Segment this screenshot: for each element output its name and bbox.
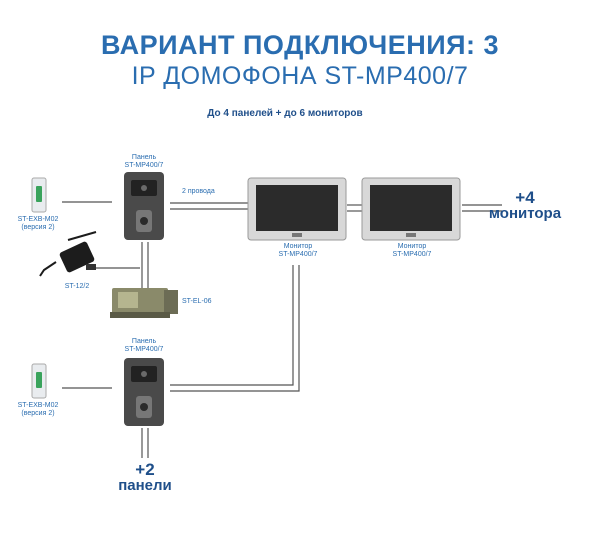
panel-bottom-label-line1: Панель bbox=[131, 338, 157, 345]
panel-top-label: Панель ST-MP400/7 bbox=[122, 154, 166, 170]
extra-panels-label: +2 панели bbox=[100, 460, 190, 494]
monitor-1-label-line2: ST-MP400/7 bbox=[278, 251, 318, 258]
lock-label: ST-EL-06 bbox=[182, 298, 212, 305]
extra-monitors-label: +4 монитора bbox=[480, 188, 570, 222]
exit-button-bottom-icon bbox=[31, 363, 47, 399]
exit-button-bottom-label-line1: ST-EXB-M02 bbox=[17, 402, 59, 409]
power-supply-icon bbox=[39, 231, 97, 277]
monitor-2-label-line2: ST-MP400/7 bbox=[392, 251, 432, 258]
subtitle: До 4 панелей + до 6 мониторов bbox=[207, 108, 363, 119]
panel-bottom-icon bbox=[124, 358, 164, 426]
title-line2: IP ДОМОФОНА ST-MP400/7 bbox=[131, 62, 469, 90]
exit-button-bottom-label-line2: (версия 2) bbox=[21, 410, 55, 417]
power-supply-label: ST-12/2 bbox=[64, 283, 90, 290]
lock-icon bbox=[110, 288, 178, 318]
exit-button-bottom-label: ST-EXB-M02 (версия 2) bbox=[8, 402, 68, 418]
monitor-1-icon bbox=[247, 177, 347, 241]
extra-monitors-count: +4 bbox=[515, 188, 535, 207]
panel-top-icon bbox=[124, 172, 164, 240]
title-line1: ВАРИАНТ ПОДКЛЮЧЕНИЯ: 3 bbox=[100, 30, 500, 60]
monitor-1-label-line1: Монитор bbox=[283, 243, 313, 250]
panel-top-label-line1: Панель bbox=[131, 154, 157, 161]
extra-monitors-text: монитора bbox=[488, 205, 562, 222]
exit-button-top-icon bbox=[31, 177, 47, 213]
exit-button-top-label: ST-EXB-M02 (версия 2) bbox=[8, 216, 68, 232]
panel-top-label-line2: ST-MP400/7 bbox=[124, 162, 164, 169]
panel-bottom-label-line2: ST-MP400/7 bbox=[124, 346, 164, 353]
monitor-1-label: Монитор ST-MP400/7 bbox=[270, 243, 326, 259]
panel-bottom-label: Панель ST-MP400/7 bbox=[122, 338, 166, 354]
exit-button-top-label-line2: (версия 2) bbox=[21, 224, 55, 231]
extra-panels-count: +2 bbox=[135, 460, 155, 479]
wire-label: 2 провода bbox=[182, 188, 215, 195]
exit-button-top-label-line1: ST-EXB-M02 bbox=[17, 216, 59, 223]
monitor-2-label-line1: Монитор bbox=[397, 243, 427, 250]
monitor-2-icon bbox=[361, 177, 461, 241]
monitor-2-label: Монитор ST-MP400/7 bbox=[384, 243, 440, 259]
extra-panels-text: панели bbox=[118, 477, 172, 494]
